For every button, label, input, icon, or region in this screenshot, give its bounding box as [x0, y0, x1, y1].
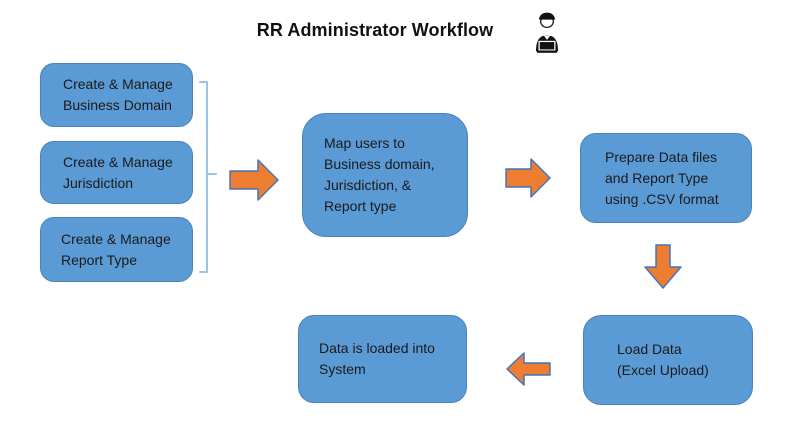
- arrow-right-icon: [229, 159, 279, 201]
- arrow-left-icon: [506, 352, 551, 386]
- arrow-right-icon: [505, 158, 551, 198]
- node-create-business-domain: Create & Manage Business Domain: [40, 63, 193, 127]
- node-load-data: Load Data (Excel Upload): [583, 315, 753, 405]
- node-label: Map users to Business domain, Jurisdicti…: [324, 135, 435, 214]
- node-data-loaded-into-system: Data is loaded into System: [298, 315, 467, 403]
- node-label: Load Data (Excel Upload): [617, 341, 709, 378]
- node-label: Create & Manage Report Type: [61, 230, 171, 268]
- node-prepare-data-files: Prepare Data files and Report Type using…: [580, 133, 752, 223]
- arrow-down-icon: [644, 244, 682, 289]
- node-label: Prepare Data files and Report Type using…: [605, 148, 719, 207]
- node-label: Data is loaded into System: [319, 340, 435, 377]
- diagram-title: RR Administrator Workflow: [256, 20, 494, 40]
- node-label: Create & Manage Business Domain: [63, 76, 173, 113]
- admin-person-icon: [535, 12, 559, 53]
- node-map-users: Map users to Business domain, Jurisdicti…: [302, 113, 468, 237]
- grouping-bracket-icon: [199, 81, 217, 273]
- node-label: Create & Manage Jurisdiction: [63, 153, 173, 191]
- node-create-jurisdiction: Create & Manage Jurisdiction: [40, 141, 193, 204]
- node-create-report-type: Create & Manage Report Type: [40, 217, 193, 282]
